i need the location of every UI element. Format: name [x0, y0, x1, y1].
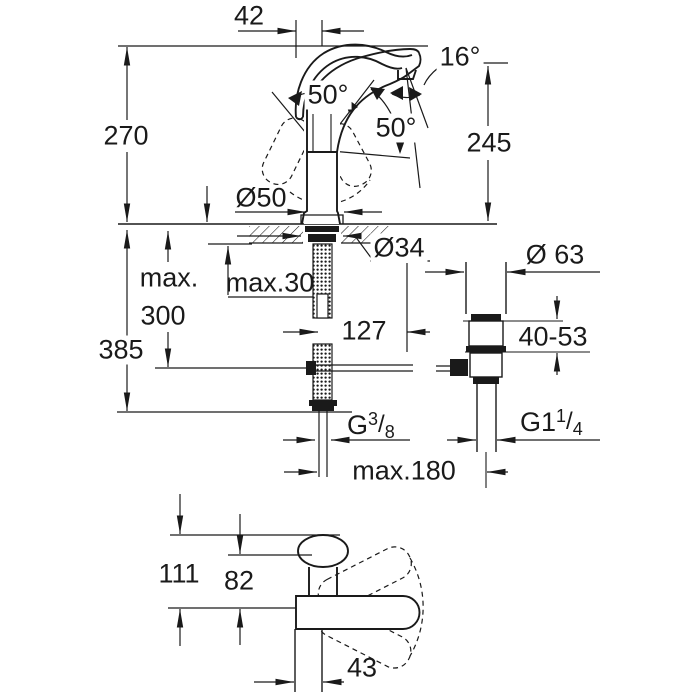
dia-63-label: Ø 63: [525, 239, 585, 270]
range-40-53-label: 40-53: [515, 322, 591, 352]
max-word-label: max.: [136, 263, 202, 293]
dim-82-label: 82: [223, 565, 255, 596]
supply-thread-prefix: G: [347, 410, 369, 440]
mounting-shank: [305, 226, 339, 477]
waste-thread-slash: /: [566, 408, 573, 435]
dim-127-label: 127: [341, 315, 387, 346]
waste-thread-prefix: G1: [520, 407, 557, 437]
drain-view: [450, 262, 590, 488]
max-300-label: 300: [137, 301, 189, 331]
dia-34-label: Ø34: [370, 233, 428, 263]
dimension-lines: [123, 27, 600, 686]
waste-thread-label: G11/4: [520, 407, 583, 438]
supply-thread-label: G3/8: [347, 410, 395, 441]
angle-16-label: 16°: [436, 42, 484, 72]
pop-up-rod: [306, 361, 450, 375]
supply-thread-slash: /: [378, 411, 385, 438]
dim-245-label: 245: [463, 128, 515, 158]
dim-42-label: 42: [233, 0, 265, 31]
dim-43-label: 43: [346, 652, 378, 683]
waste-thread-numerator: 1: [556, 406, 567, 426]
supply-thread-numerator: 3: [368, 409, 379, 429]
top-view: [168, 534, 424, 692]
supply-thread-denominator: 8: [384, 422, 395, 442]
dim-270-label: 270: [100, 121, 152, 151]
angle-50-lower-label: 50°: [372, 113, 420, 143]
dim-385-label: 385: [95, 335, 147, 365]
waste-thread-denominator: 4: [572, 419, 583, 439]
max-180-label: max.180: [352, 455, 456, 486]
angle-50-upper-label: 50°: [304, 80, 352, 110]
spout-swivel-dashed: [317, 546, 424, 669]
dim-111-label: 111: [158, 558, 200, 589]
max-30-label: max.30: [225, 267, 315, 298]
dia-50-label: Ø50: [235, 182, 287, 213]
